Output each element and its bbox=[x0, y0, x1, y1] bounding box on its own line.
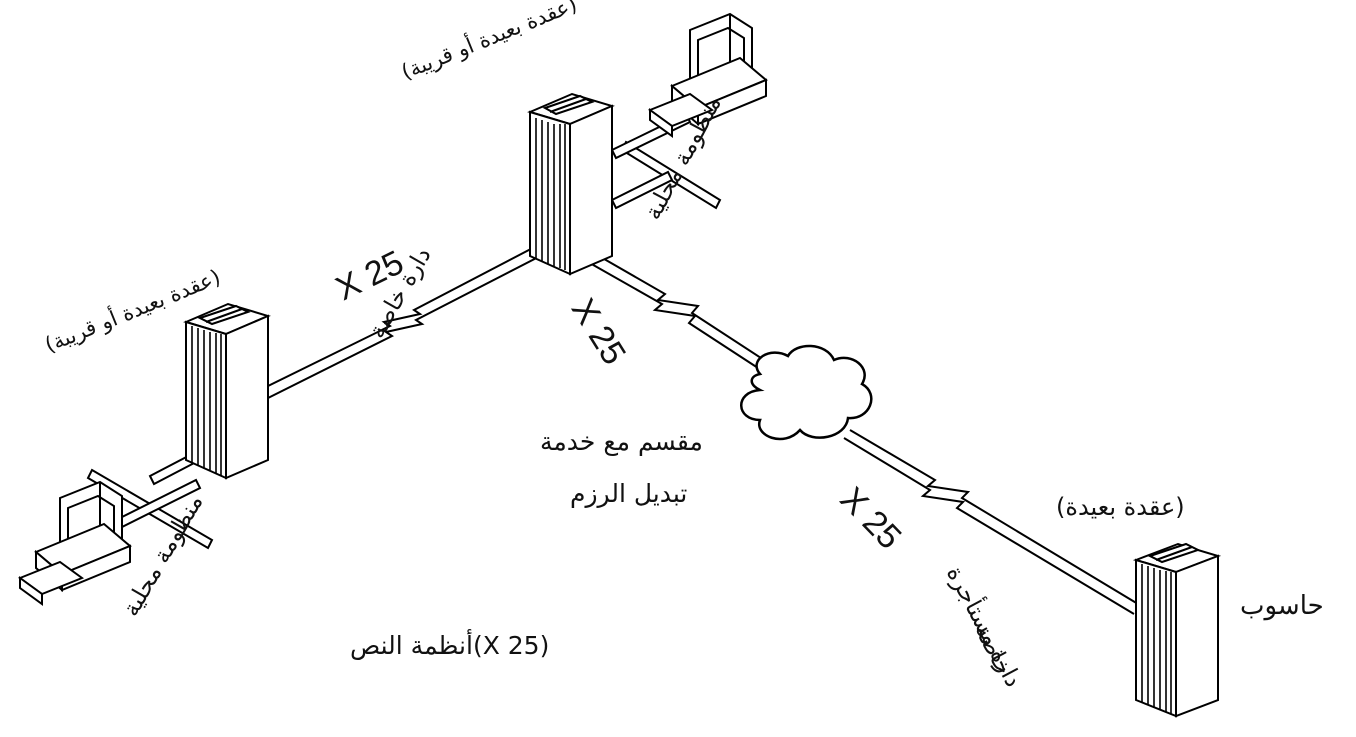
x25-link-top-cloud bbox=[587, 251, 765, 369]
cloud-label-line2: تبديل الرزم bbox=[570, 479, 688, 508]
private-circuit-left-top bbox=[267, 239, 553, 399]
node-label-remote: (عقدة بعيدة) bbox=[1056, 493, 1185, 521]
packet-switch-cloud bbox=[740, 344, 873, 441]
diagram-caption: (X 25)أنظمة النص bbox=[350, 631, 550, 660]
workstation-top bbox=[647, 12, 768, 138]
computer-label: حاسوب bbox=[1240, 591, 1324, 621]
leased-line-cloud-remote bbox=[843, 429, 1139, 615]
cloud-label-line1: مقسم مع خدمة bbox=[540, 427, 703, 456]
server-left bbox=[183, 302, 271, 480]
server-remote bbox=[1132, 542, 1222, 718]
workstation-left bbox=[17, 480, 132, 606]
server-top bbox=[527, 92, 615, 276]
